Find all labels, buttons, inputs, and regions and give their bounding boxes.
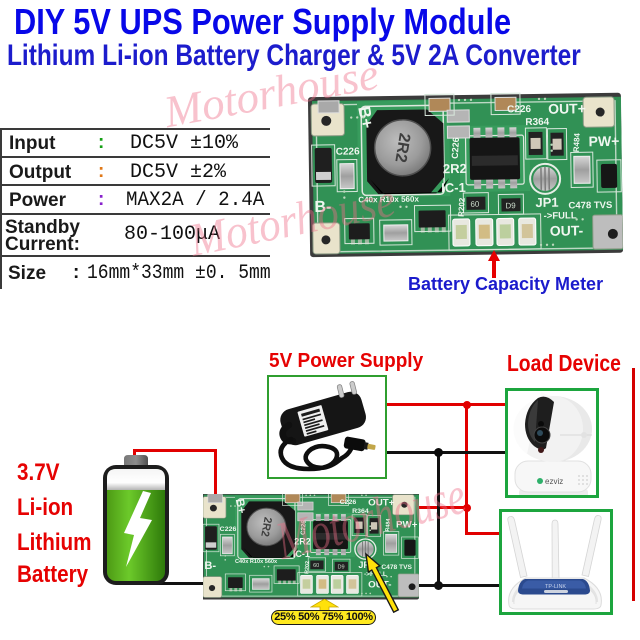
svg-text:ezviz: ezviz bbox=[545, 477, 563, 486]
svg-text:TP-LINK: TP-LINK bbox=[545, 584, 566, 590]
